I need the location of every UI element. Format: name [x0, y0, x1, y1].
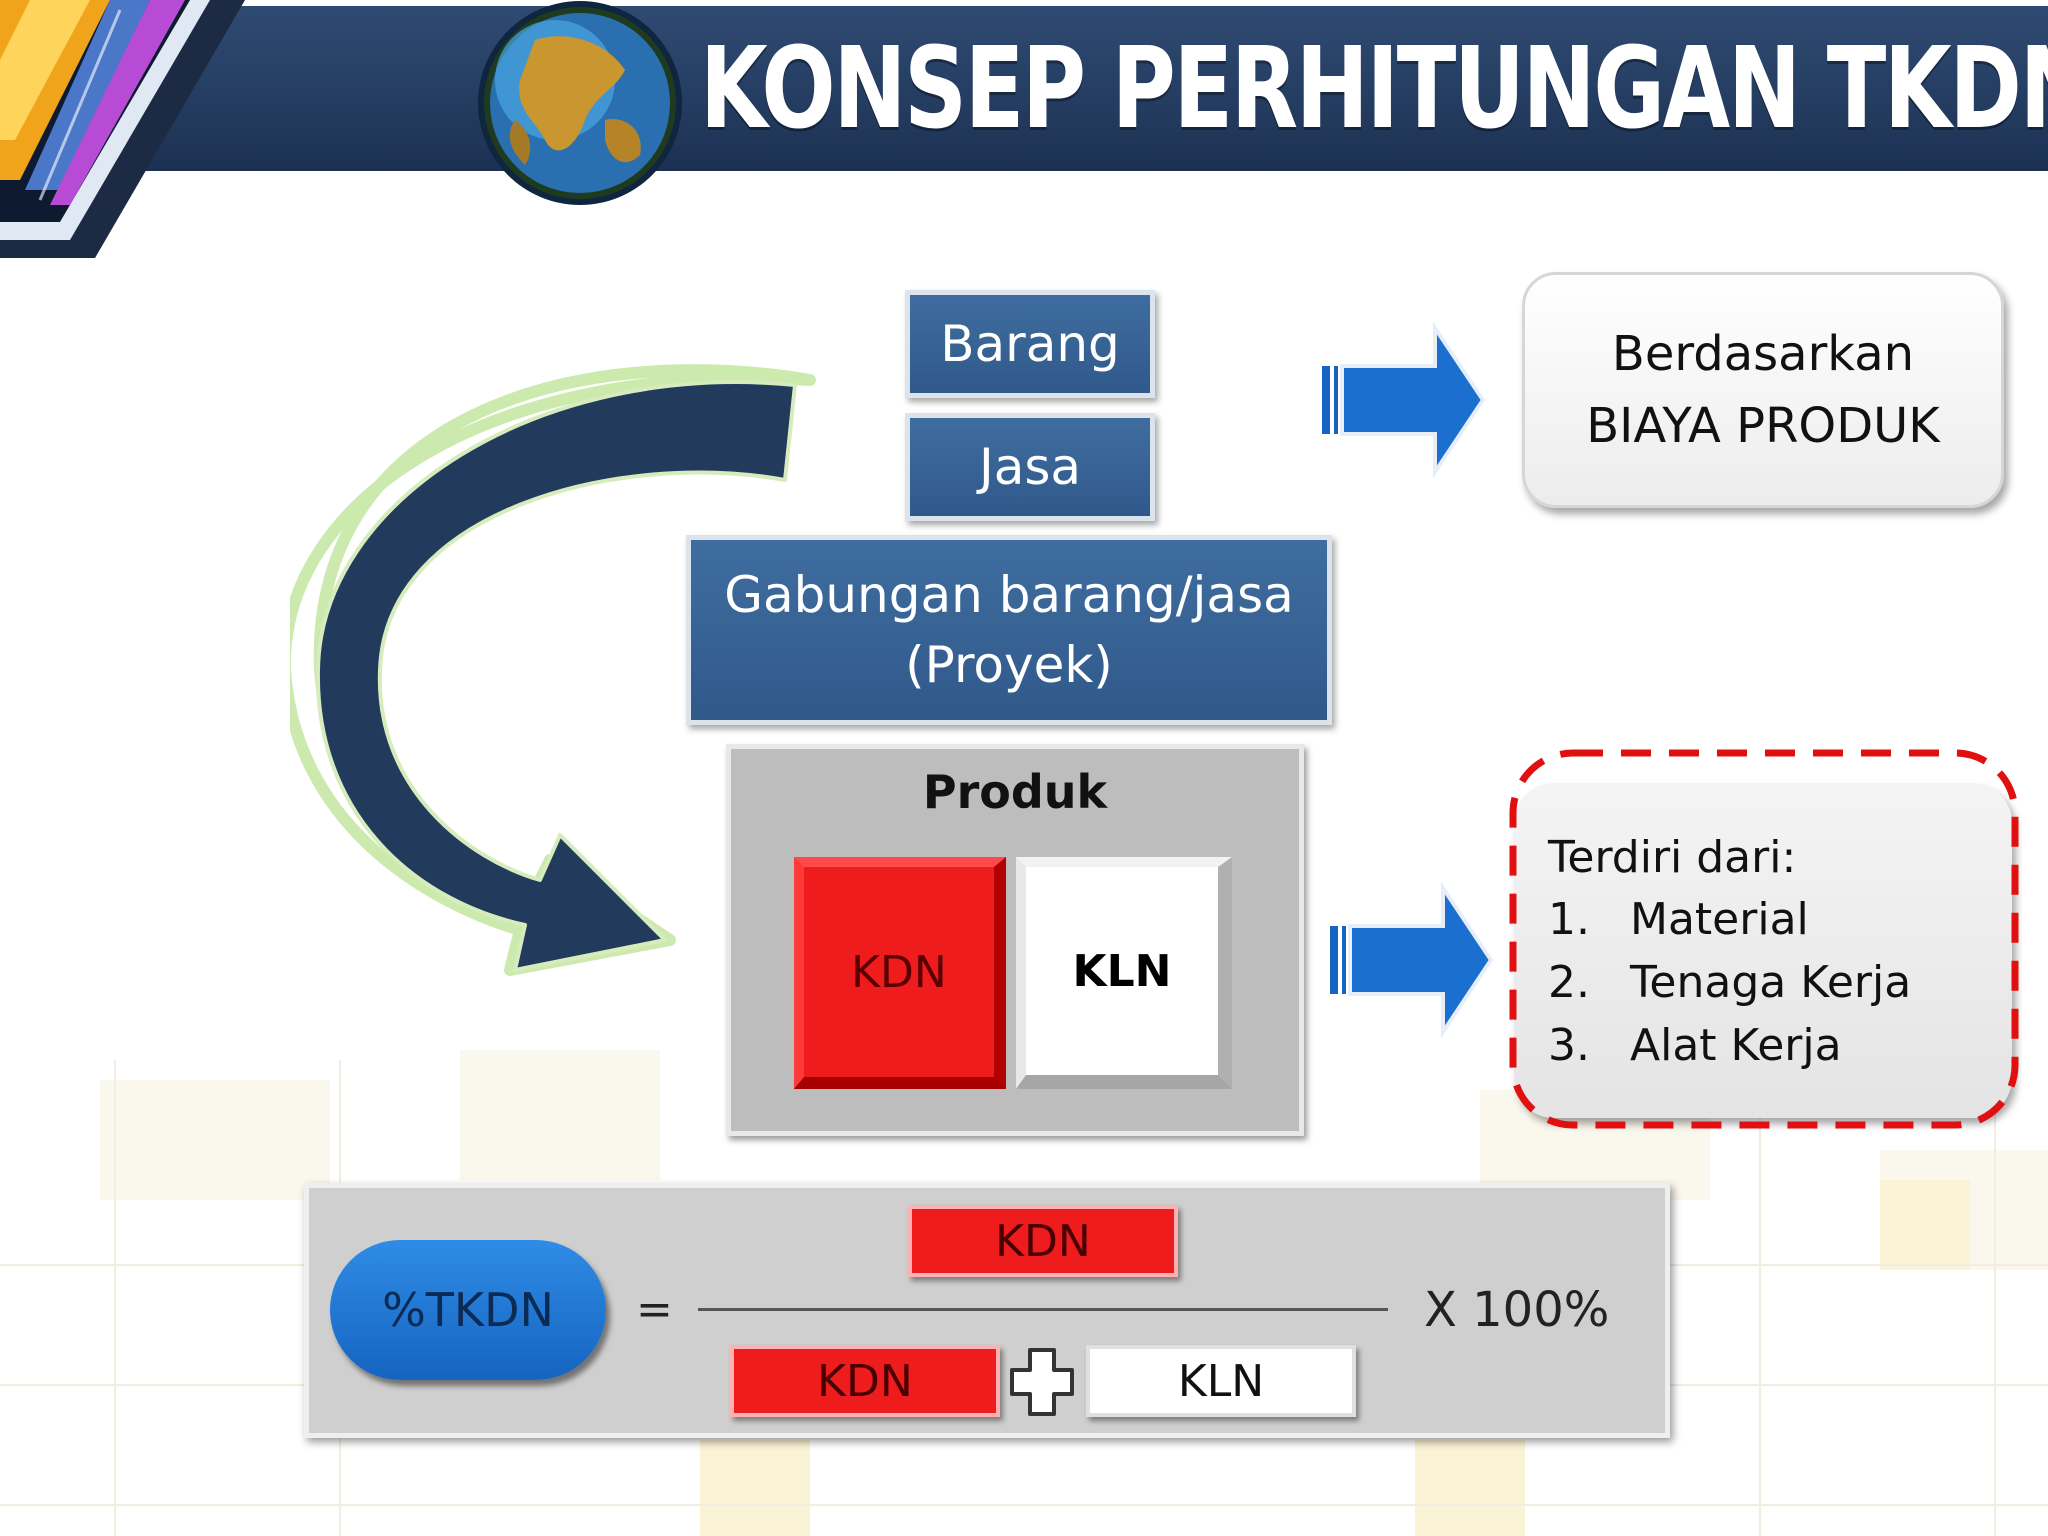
arrow-to-basis	[1322, 321, 1486, 479]
barang-box: Barang	[905, 290, 1155, 398]
multiplier-text: X 100%	[1424, 1282, 1610, 1338]
components-box	[1514, 783, 2012, 1118]
equals-sign: =	[636, 1284, 673, 1335]
produk-kdn-block: KDN	[794, 857, 1006, 1089]
gabungan-box: Gabungan barang/jasa (Proyek)	[686, 535, 1332, 725]
jasa-label: Jasa	[978, 438, 1082, 496]
tkdn-result-label: %TKDN	[382, 1283, 554, 1337]
basis-box: Berdasarkan BIAYA PRODUK	[1522, 272, 2004, 508]
curved-arrow	[290, 364, 816, 976]
component-num-1: 1.	[1548, 894, 1590, 945]
jasa-box: Jasa	[905, 413, 1155, 521]
dashed-highlight-border	[1509, 749, 2019, 1129]
component-label-3: Alat Kerja	[1630, 1020, 1842, 1071]
component-label-1: Material	[1630, 894, 1809, 945]
barang-label: Barang	[940, 315, 1120, 373]
denominator-kln-label: KLN	[1177, 1355, 1265, 1407]
component-num-2: 2.	[1548, 957, 1590, 1008]
denominator-kdn-label: KDN	[817, 1355, 913, 1407]
produk-kln-label: KLN	[1072, 945, 1172, 997]
tkdn-result-pill: %TKDN	[330, 1240, 606, 1380]
produk-kln-block: KLN	[1016, 857, 1232, 1089]
fraction-line	[698, 1308, 1388, 1311]
globe-icon	[478, 1, 682, 205]
header-banner	[0, 6, 2048, 171]
component-label-2: Tenaga Kerja	[1630, 957, 1912, 1008]
plus-icon	[1010, 1348, 1074, 1416]
produk-title: Produk	[922, 765, 1108, 819]
component-num-3: 3.	[1548, 1020, 1590, 1071]
basis-label: Berdasarkan BIAYA PRODUK	[1586, 326, 1940, 454]
denominator-kln: KLN	[1086, 1345, 1356, 1417]
numerator-kdn-label: KDN	[995, 1215, 1091, 1267]
denominator-kdn: KDN	[730, 1345, 1000, 1417]
numerator-kdn: KDN	[908, 1205, 1178, 1277]
components-heading: Terdiri dari:	[1548, 832, 1797, 883]
arrow-to-components	[1330, 881, 1494, 1039]
produk-kdn-label: KDN	[851, 946, 947, 998]
gabungan-label: Gabungan barang/jasa (Proyek)	[724, 566, 1294, 694]
header-photo-strip	[0, 0, 245, 258]
page-title: KONSEP PERHITUNGAN TKDN	[700, 24, 2048, 154]
